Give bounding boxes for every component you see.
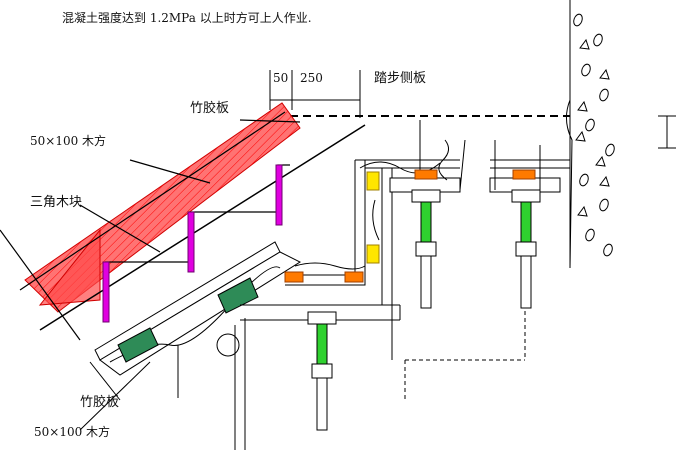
dimension-50: 50 xyxy=(273,71,289,85)
wall xyxy=(566,0,676,269)
timber-top-label: 50×100 木方 xyxy=(30,134,107,148)
sketch-squiggles xyxy=(294,139,449,270)
bamboo-plywood-top-label: 竹胶板 xyxy=(190,101,230,116)
orange-pads xyxy=(284,169,536,283)
triangle-block-label: 三角木块 xyxy=(30,195,83,210)
timber-bottom-label: 50×100 木方 xyxy=(34,425,111,439)
props xyxy=(307,189,541,431)
dimension-250: 250 xyxy=(300,71,323,85)
yellow-pads xyxy=(366,171,380,264)
dimension-lines xyxy=(269,70,361,118)
bottom-formwork xyxy=(79,241,400,450)
bamboo-plywood-bottom-label: 竹胶板 xyxy=(80,395,120,410)
step-blocks xyxy=(102,164,283,323)
stair-side-form-label: 踏步侧板 xyxy=(374,71,427,86)
construction-note: 混凝土强度达到 1.2MPa 以上时方可上人作业. xyxy=(62,11,312,25)
red-formwork xyxy=(24,102,301,313)
